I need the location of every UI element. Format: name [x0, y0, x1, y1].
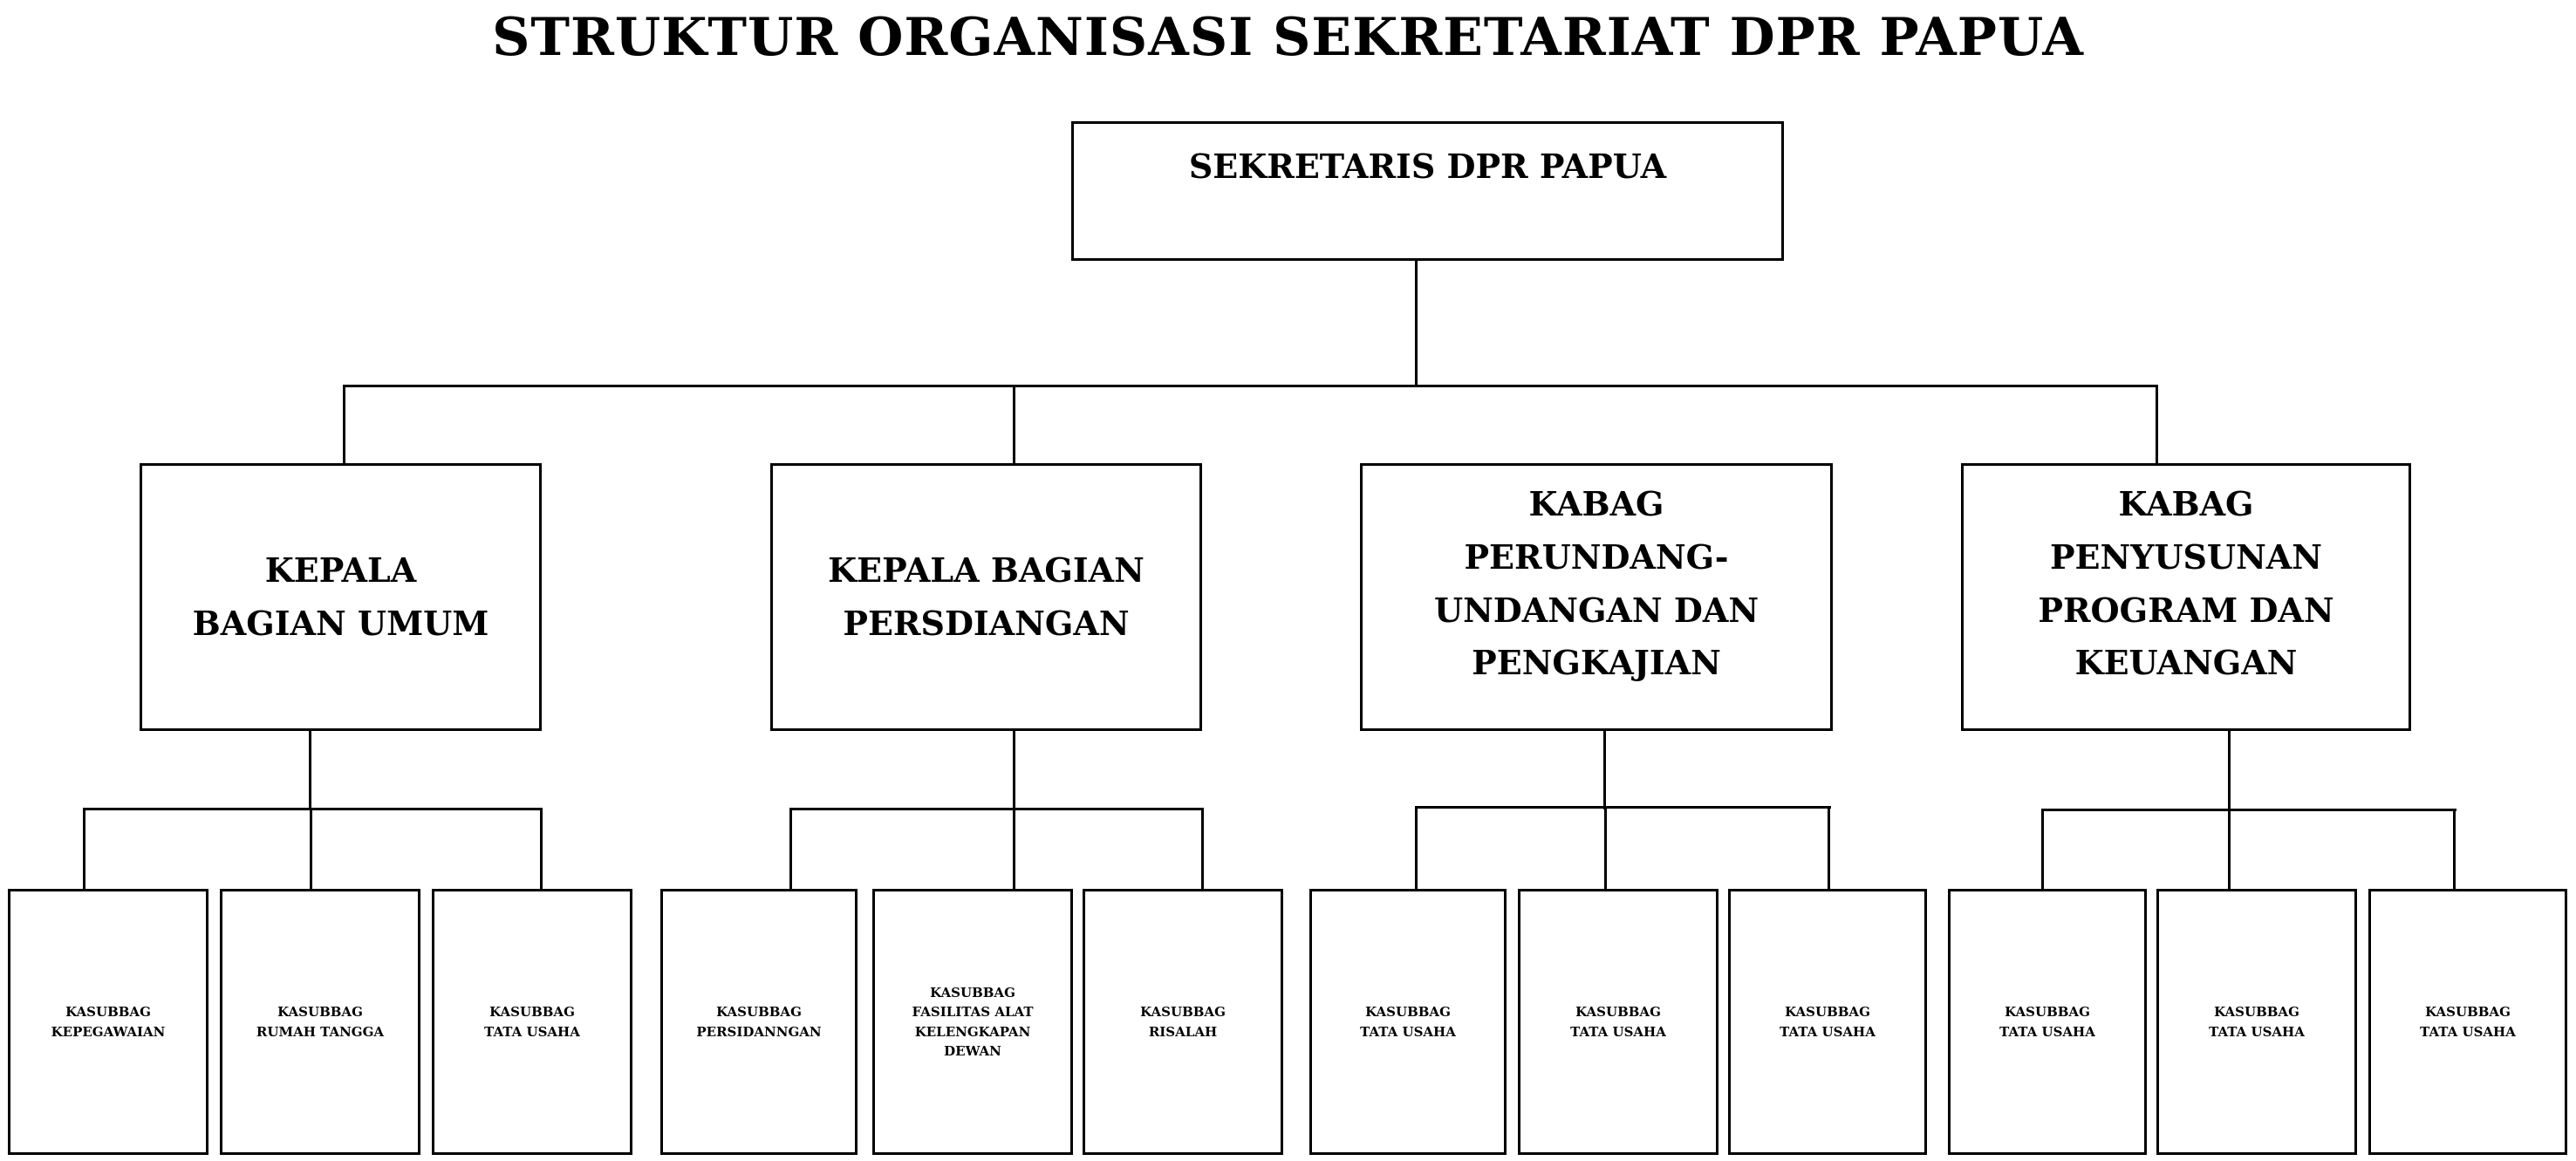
connector — [1604, 806, 1607, 889]
dept-box-keuangan: KABAG PENYUSUNAN PROGRAM DAN KEUANGAN — [1961, 463, 2411, 731]
connector — [1415, 806, 1831, 809]
connector — [789, 808, 792, 889]
dept-box-umum: KEPALA BAGIAN UMUM — [140, 463, 542, 731]
unit-box: KASUBBAG PERSIDANNGAN — [660, 889, 858, 1155]
connector — [2453, 809, 2456, 889]
connector — [343, 385, 2158, 387]
connector — [2041, 809, 2044, 889]
dept-box-persidangan: KEPALA BAGIAN PERSDIANGAN — [770, 463, 1202, 731]
connector — [1828, 806, 1830, 889]
connector — [1415, 261, 1418, 386]
root-box: SEKRETARIS DPR PAPUA — [1071, 121, 1784, 261]
unit-box: KASUBBAG FASILITAS ALAT KELENGKAPAN DEWA… — [872, 889, 1073, 1155]
connector — [1013, 731, 1015, 809]
unit-box: KASUBBAG KEPEGAWAIAN — [8, 889, 208, 1155]
connector — [2228, 809, 2231, 889]
chart-title: STRUKTUR ORGANISASI SEKRETARIAT DPR PAPU… — [492, 7, 2084, 68]
unit-box: KASUBBAG TATA USAHA — [1309, 889, 1507, 1155]
unit-box: KASUBBAG RUMAH TANGGA — [220, 889, 420, 1155]
connector — [1201, 808, 1204, 889]
connector — [1415, 806, 1418, 889]
dept-box-perundangan: KABAG PERUNDANG- UNDANGAN DAN PENGKAJIAN — [1360, 463, 1833, 731]
connector — [83, 808, 85, 889]
connector — [83, 808, 543, 810]
connector — [309, 731, 311, 809]
unit-box: KASUBBAG TATA USAHA — [1728, 889, 1927, 1155]
unit-box: KASUBBAG TATA USAHA — [1948, 889, 2147, 1155]
unit-box: KASUBBAG TATA USAHA — [2156, 889, 2357, 1155]
connector — [343, 385, 345, 463]
unit-box: KASUBBAG TATA USAHA — [2368, 889, 2567, 1155]
connector — [1013, 385, 1015, 463]
unit-box: KASUBBAG TATA USAHA — [1518, 889, 1718, 1155]
connector — [310, 808, 312, 889]
connector — [1603, 731, 1606, 809]
connector — [540, 808, 543, 889]
unit-box: KASUBBAG RISALAH — [1083, 889, 1283, 1155]
unit-box: KASUBBAG TATA USAHA — [432, 889, 632, 1155]
connector — [1013, 808, 1015, 889]
connector — [2156, 385, 2158, 463]
connector — [789, 808, 1204, 810]
connector — [2228, 731, 2231, 809]
connector — [2041, 809, 2456, 811]
